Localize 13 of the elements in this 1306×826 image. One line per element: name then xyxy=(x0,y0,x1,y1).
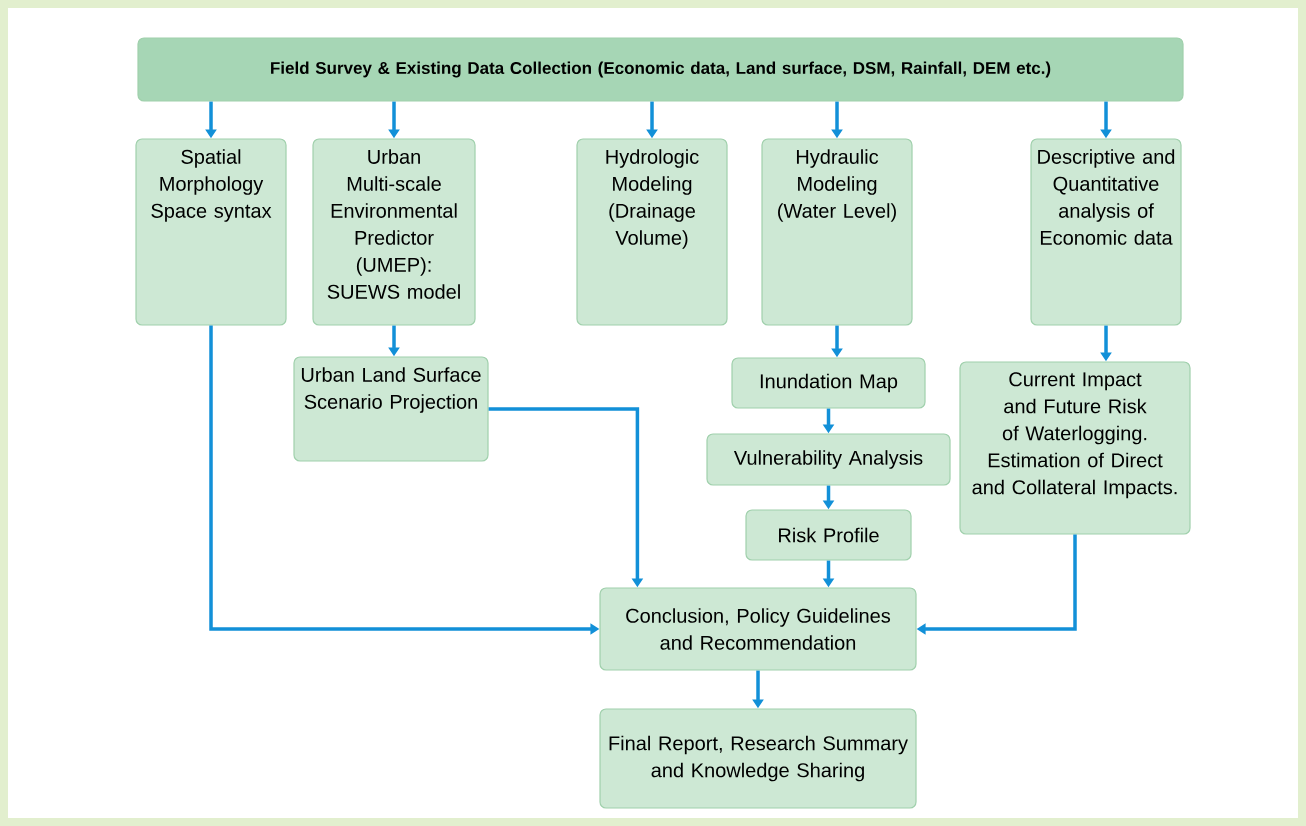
process-box: Spatial Morphology Space syntax xyxy=(135,138,287,326)
process-box: Urban Land Surface Scenario Projection xyxy=(293,356,489,462)
process-box: Risk Profile xyxy=(745,509,912,561)
process-box: Urban Multi-scale Environmental Predictor (UMEP): SUEWS model xyxy=(312,138,476,326)
process-box: Inundation Map xyxy=(731,357,926,409)
process-box: Vulnerability Analysis xyxy=(706,433,951,486)
process-box: Hydraulic Modeling (Water Level) xyxy=(761,138,913,326)
process-box: Final Report, Research Summary and Knowledge Sharing xyxy=(599,708,917,809)
process-box: Descriptive and Quantitative analysis of Economic data xyxy=(1030,138,1182,326)
process-box: Current Impact and Future Risk of Waterlogging. Estimation of Direct and Collateral Impacts. xyxy=(959,361,1191,535)
process-box: Conclusion, Policy Guidelines and Recommendation xyxy=(599,587,917,671)
process-box: Hydrologic Modeling (Drainage Volume) xyxy=(576,138,728,326)
header-box: Field Survey & Existing Data Collection (Economic data, Land surface, DSM, Rainfall, DEM etc.) xyxy=(137,37,1184,102)
